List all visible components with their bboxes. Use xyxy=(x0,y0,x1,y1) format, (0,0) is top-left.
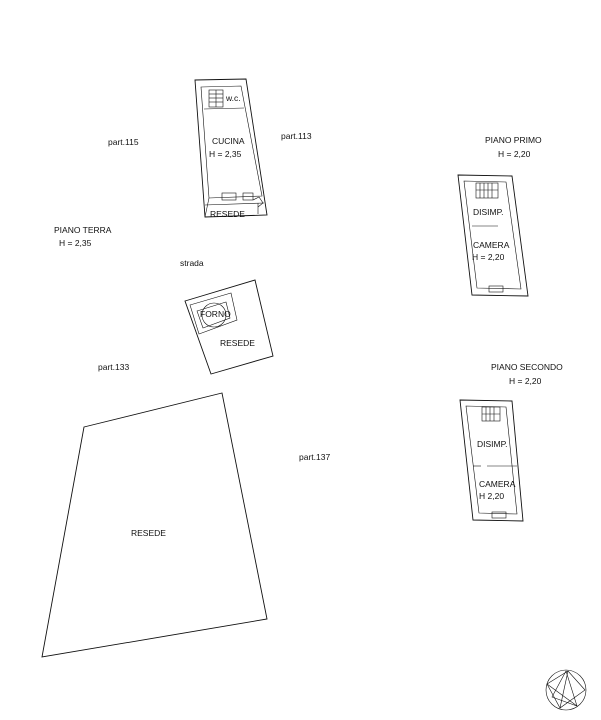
ground-floor-house xyxy=(194,78,268,218)
kitchen-label: CUCINA xyxy=(212,136,245,146)
north-arrow-icon xyxy=(545,669,587,711)
parcel-133-label: part.133 xyxy=(98,362,129,372)
first-floor-bedroom-height: H = 2,20 xyxy=(472,252,505,262)
first-floor-plan xyxy=(457,174,529,297)
road-label: strada xyxy=(180,258,204,268)
second-floor-hall-label: DISIMP. xyxy=(477,439,508,449)
kitchen-height-label: H = 2,35 xyxy=(209,149,242,159)
ground-floor-height: H = 2,35 xyxy=(59,238,92,248)
second-floor-plan xyxy=(459,399,524,522)
resede-label-oven: RESEDE xyxy=(220,338,255,348)
wc-label: w.c. xyxy=(225,93,241,103)
ground-floor-title: PIANO TERRA xyxy=(54,225,112,235)
resede-label-house: RESEDE xyxy=(210,209,245,219)
first-floor-title: PIANO PRIMO xyxy=(485,135,542,145)
first-floor-bedroom-label: CAMERA xyxy=(473,240,510,250)
first-floor-hall-label: DISIMP. xyxy=(473,207,504,217)
oven-block xyxy=(184,279,274,375)
parcel-115-label: part.115 xyxy=(108,137,139,147)
second-floor-bedroom-height: H 2,20 xyxy=(479,491,504,501)
courtyard-area xyxy=(41,392,268,658)
resede-label-courtyard: RESEDE xyxy=(131,528,166,538)
parcel-137-label: part.137 xyxy=(299,452,330,462)
first-floor-height: H = 2,20 xyxy=(498,149,531,159)
second-floor-title: PIANO SECONDO xyxy=(491,362,563,372)
second-floor-height: H = 2,20 xyxy=(509,376,542,386)
oven-label: FORNO xyxy=(200,309,231,319)
second-floor-bedroom-label: CAMERA xyxy=(479,479,516,489)
parcel-113-label: part.113 xyxy=(281,131,312,141)
